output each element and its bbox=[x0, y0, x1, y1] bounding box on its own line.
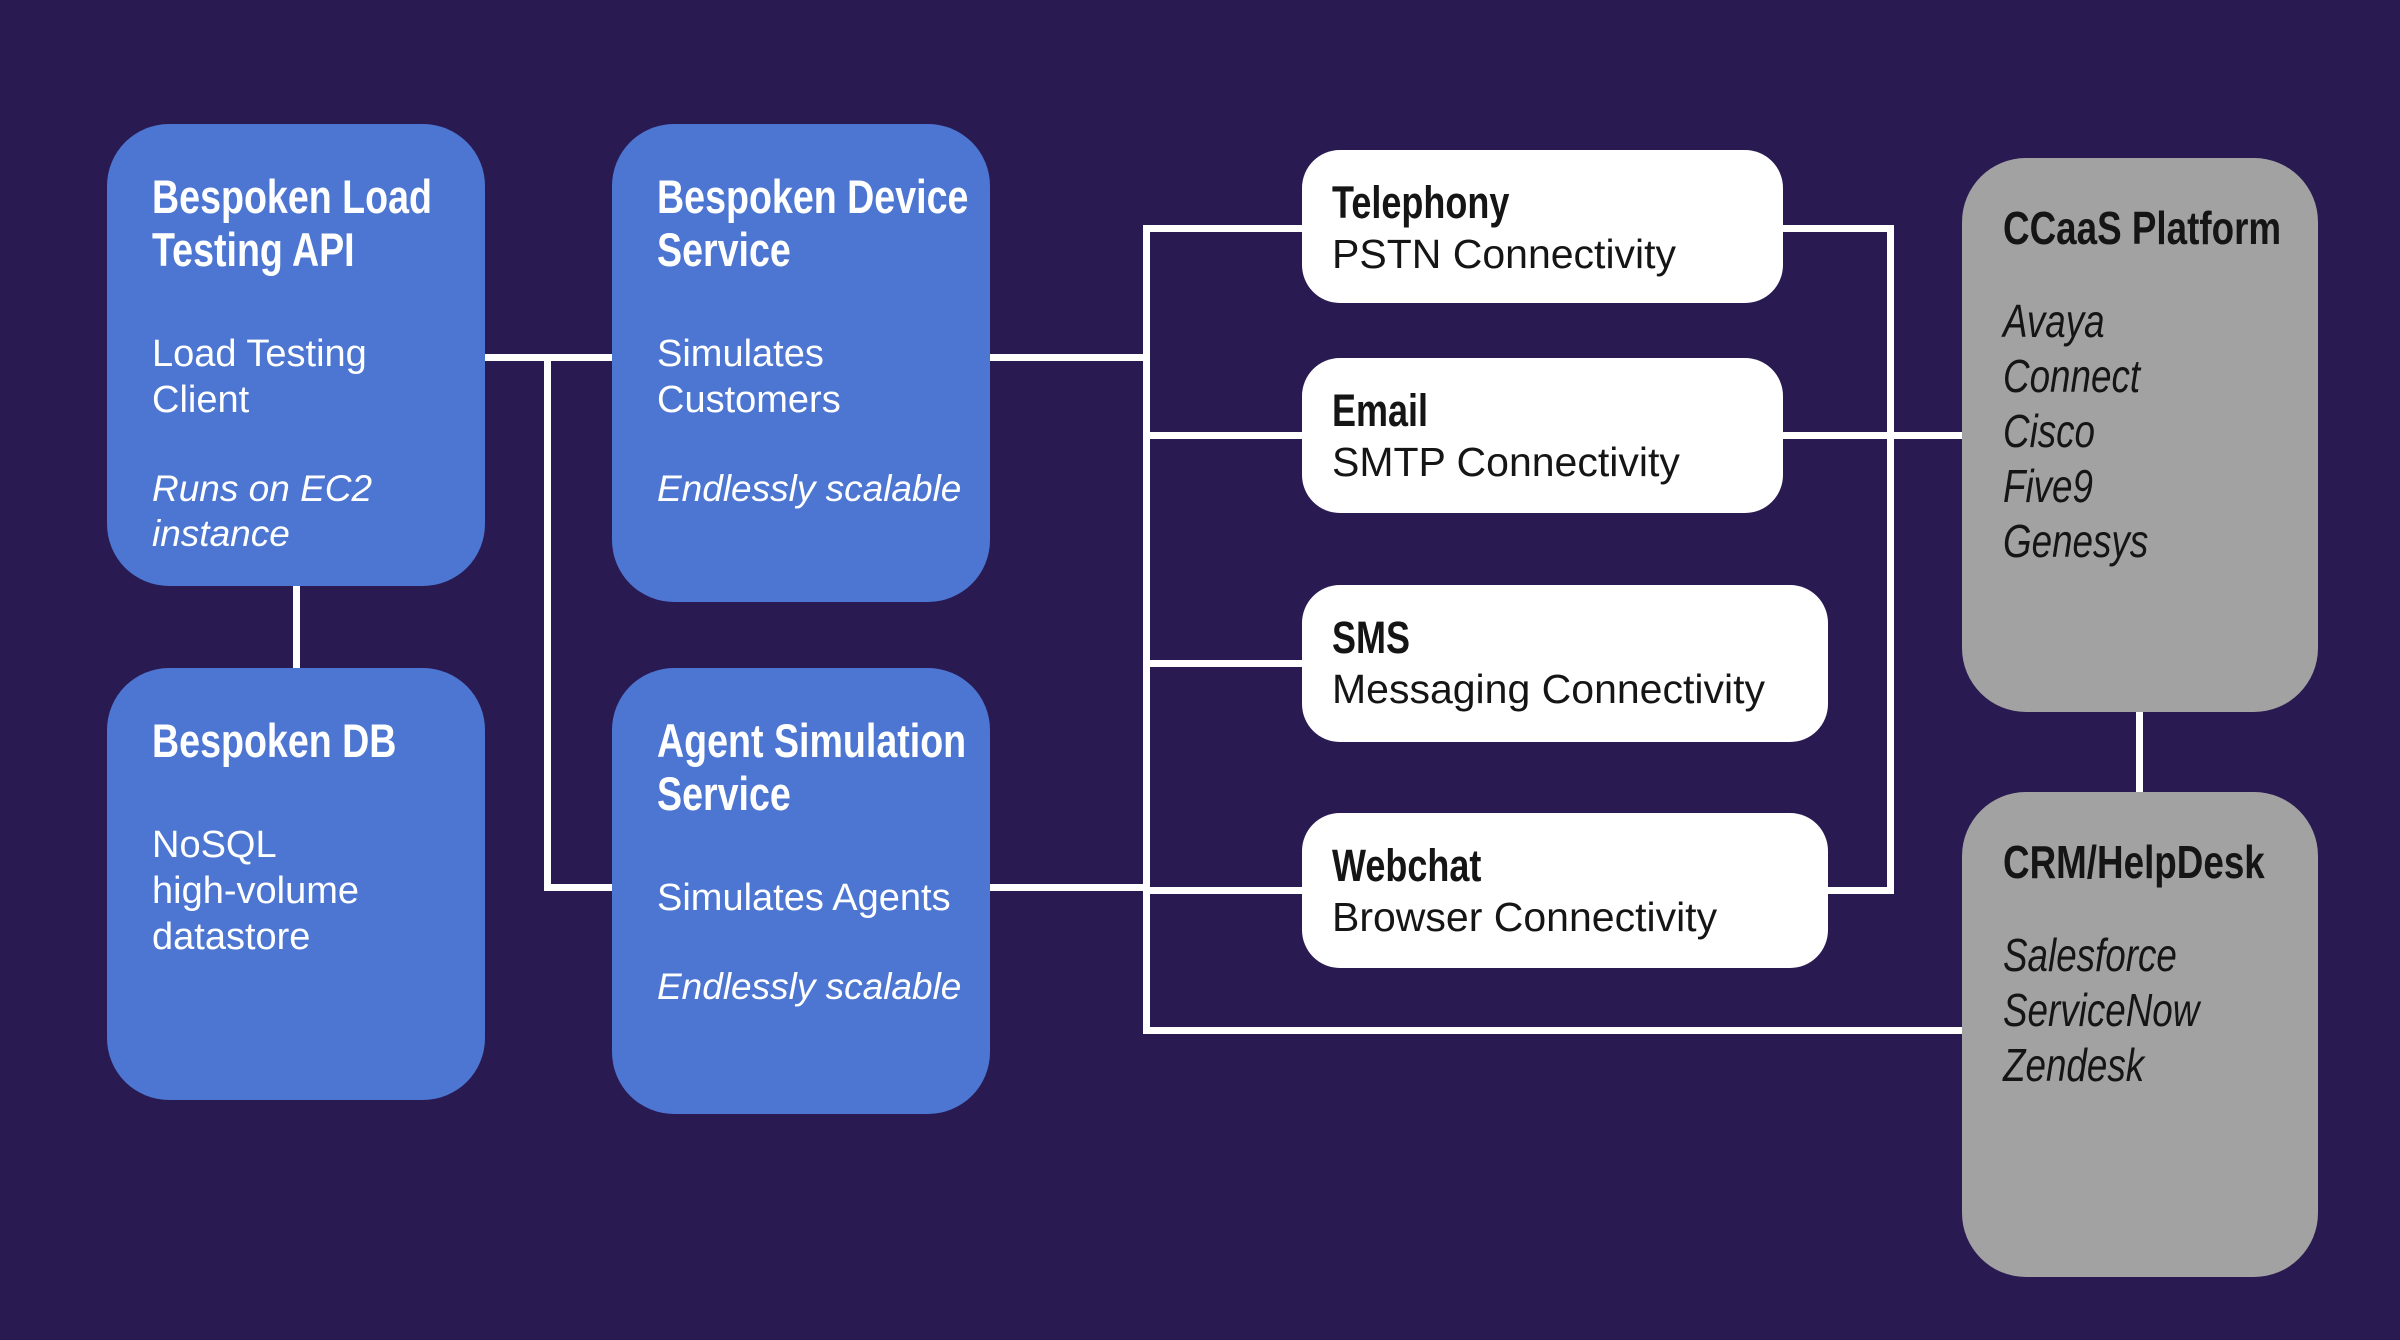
node-title: Telephony bbox=[1332, 177, 1510, 228]
text-line: Salesforce bbox=[2003, 929, 2177, 981]
node-title: Email bbox=[1332, 385, 1429, 436]
edge-device-to-bus bbox=[990, 354, 1146, 361]
edge-bus-to-sms bbox=[1143, 660, 1302, 667]
text-line: Load Testing bbox=[152, 333, 367, 375]
text-line: Service bbox=[657, 223, 791, 276]
text-line: Bespoken Load bbox=[152, 170, 432, 223]
text-line: NoSQL bbox=[152, 824, 277, 866]
node-title: Webchat bbox=[1332, 840, 1482, 891]
node-note: Endlessly scalable bbox=[657, 964, 975, 1009]
node-title: Bespoken DB bbox=[152, 714, 470, 767]
node-subtitle: SMTP Connectivity bbox=[1332, 439, 1680, 485]
node-title: SMS bbox=[1332, 612, 1411, 663]
text-line: Simulates Agents bbox=[657, 877, 951, 919]
node-subtitle: PSTN Connectivity bbox=[1332, 231, 1677, 277]
text-line: Client bbox=[152, 379, 250, 421]
node-title: CRM/HelpDesk bbox=[2003, 836, 2265, 888]
text-line: Customers bbox=[657, 379, 841, 421]
edge-ccaas-to-crm bbox=[2136, 712, 2143, 792]
node-note: Endlessly scalable bbox=[657, 466, 975, 511]
edge-bus-to-crm bbox=[1143, 1027, 1962, 1034]
text-line: Service bbox=[657, 767, 791, 820]
text-line: Testing API bbox=[152, 223, 355, 276]
edge-email-to-ccaas bbox=[1783, 432, 1962, 439]
edge-bus-to-webchat bbox=[1143, 887, 1302, 894]
node-description: Simulates Agents bbox=[657, 875, 975, 921]
text-line: Bespoken Device bbox=[657, 170, 969, 223]
text-line: Agent Simulation bbox=[657, 714, 967, 767]
text-line: Five9 bbox=[2003, 460, 2093, 512]
text-line: high-volume bbox=[152, 870, 359, 912]
node-webchat-channel: Webchat Browser Connectivity bbox=[1302, 813, 1828, 968]
text-line: ServiceNow bbox=[2003, 984, 2200, 1036]
text-line: Cisco bbox=[2003, 405, 2096, 457]
edge-api-to-db bbox=[293, 586, 300, 668]
node-telephony-channel: Telephony PSTN Connectivity bbox=[1302, 150, 1783, 303]
text-line: instance bbox=[152, 513, 290, 554]
text-line: Bespoken DB bbox=[152, 714, 397, 767]
edge-tee-to-agent bbox=[544, 884, 612, 891]
node-subtitle: Messaging Connectivity bbox=[1332, 666, 1765, 712]
node-subtitle: Browser Connectivity bbox=[1332, 894, 1718, 940]
text-line: Endlessly scalable bbox=[657, 468, 962, 509]
edge-webchat-to-rightbus bbox=[1828, 887, 1894, 894]
edge-agent-to-bus bbox=[990, 884, 1146, 891]
edge-bus-to-email bbox=[1143, 432, 1302, 439]
edge-tee-down-left bbox=[544, 354, 551, 891]
text-line: Endlessly scalable bbox=[657, 966, 962, 1007]
text-line: Avaya bbox=[2003, 295, 2105, 347]
edge-telephony-to-rightbus bbox=[1783, 225, 1890, 232]
edge-left-bus-vertical bbox=[1143, 225, 1150, 1034]
text-line: Connect bbox=[2003, 350, 2141, 402]
edge-bus-to-telephony bbox=[1143, 225, 1302, 232]
text-line: Simulates bbox=[657, 333, 824, 375]
node-sms-channel: SMS Messaging Connectivity bbox=[1302, 585, 1828, 742]
node-title: CCaaS Platform bbox=[2003, 202, 2282, 254]
text-line: Zendesk bbox=[2003, 1039, 2145, 1091]
node-email-channel: Email SMTP Connectivity bbox=[1302, 358, 1783, 513]
text-line: Genesys bbox=[2003, 515, 2149, 567]
text-line: datastore bbox=[152, 916, 311, 958]
text-line: Runs on EC2 bbox=[152, 468, 373, 509]
edge-right-bus-vertical bbox=[1887, 225, 1894, 894]
